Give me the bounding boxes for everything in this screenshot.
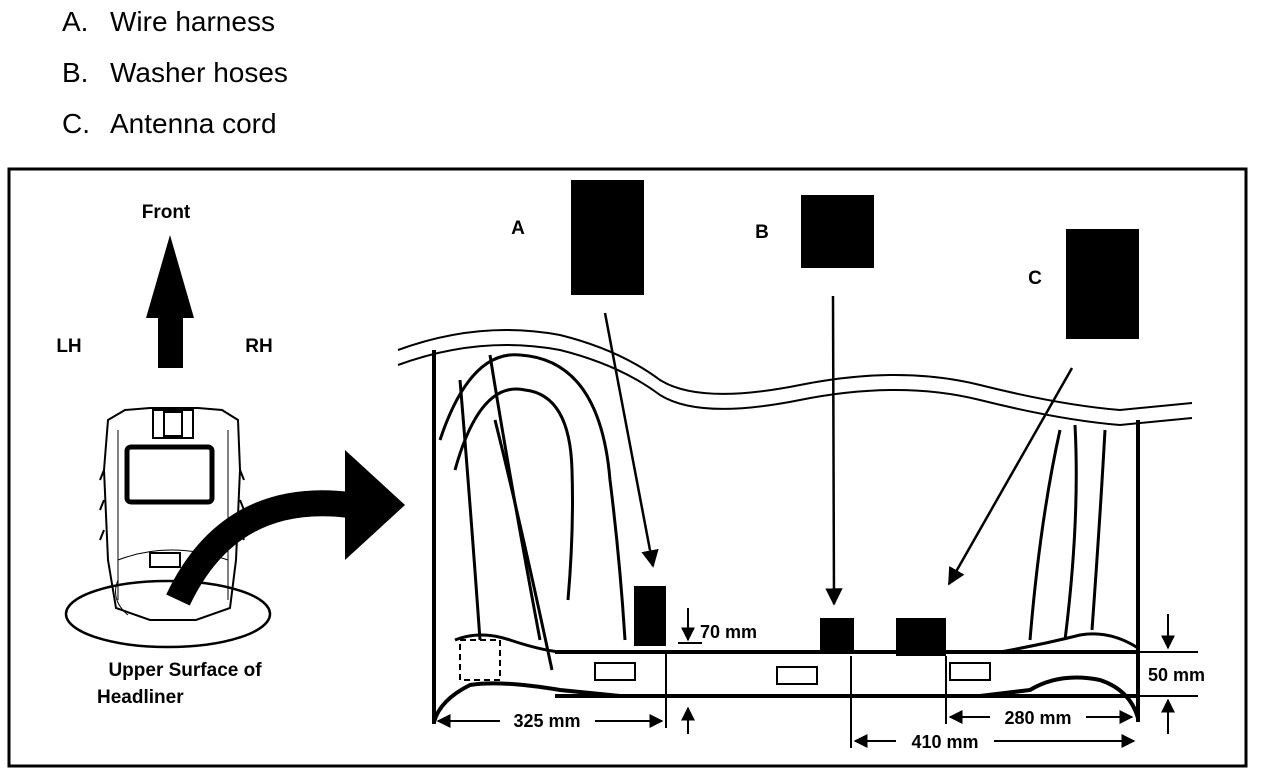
clamp-b (820, 618, 854, 652)
dim-410 (850, 656, 1136, 748)
legend-item-b: B. Washer hoses (62, 57, 288, 89)
lh-label: LH (56, 336, 81, 357)
headliner-outline-icon (99, 407, 245, 621)
headliner-edge (397, 329, 1193, 427)
pointer-arrow-icon (166, 450, 405, 606)
front-label: Front (142, 202, 191, 223)
dim-70-label: 70 mm (700, 622, 757, 642)
highlight-ellipse (64, 579, 272, 649)
legend-letter: B. (62, 57, 89, 88)
dim-325-label: 325 mm (513, 711, 580, 731)
callout-label-c: C (1028, 268, 1042, 289)
figure-frame (7, 167, 1248, 768)
legend-letter: C. (62, 108, 90, 139)
callout-label-b: B (755, 222, 769, 243)
surface-label-line2: Headliner (97, 687, 184, 708)
legend-text: Wire harness (110, 6, 275, 37)
dim-70 (678, 608, 702, 734)
clamp-c (896, 618, 946, 656)
wire-harness-lines (438, 353, 1107, 671)
rh-label: RH (245, 336, 272, 357)
legend-text: Antenna cord (110, 108, 277, 139)
legend-item-a: A. Wire harness (62, 6, 275, 38)
front-arrow-icon (146, 235, 194, 368)
dim-50 (1140, 614, 1198, 734)
slot (949, 662, 991, 681)
dim-50-label: 50 mm (1148, 665, 1205, 685)
callout-label-a: A (511, 218, 525, 239)
dim-410-label: 410 mm (911, 732, 978, 752)
clamp-a (634, 586, 666, 646)
surface-label-line1: Upper Surface of (108, 660, 262, 681)
legend-item-c: C. Antenna cord (62, 108, 277, 140)
leader-arrow-b (825, 295, 843, 606)
leader-arrow-c (947, 367, 1074, 586)
slot (594, 662, 636, 681)
callout-box-b (801, 195, 874, 268)
dim-280-label: 280 mm (1004, 708, 1071, 728)
slot (776, 666, 818, 685)
dim-280 (945, 656, 1134, 724)
callout-box-c (1066, 229, 1139, 339)
legend-text: Washer hoses (110, 57, 288, 88)
callout-box-a (571, 180, 644, 295)
legend-letter: A. (62, 6, 89, 37)
dim-325 (436, 696, 667, 728)
leader-arrow-a (603, 312, 659, 568)
